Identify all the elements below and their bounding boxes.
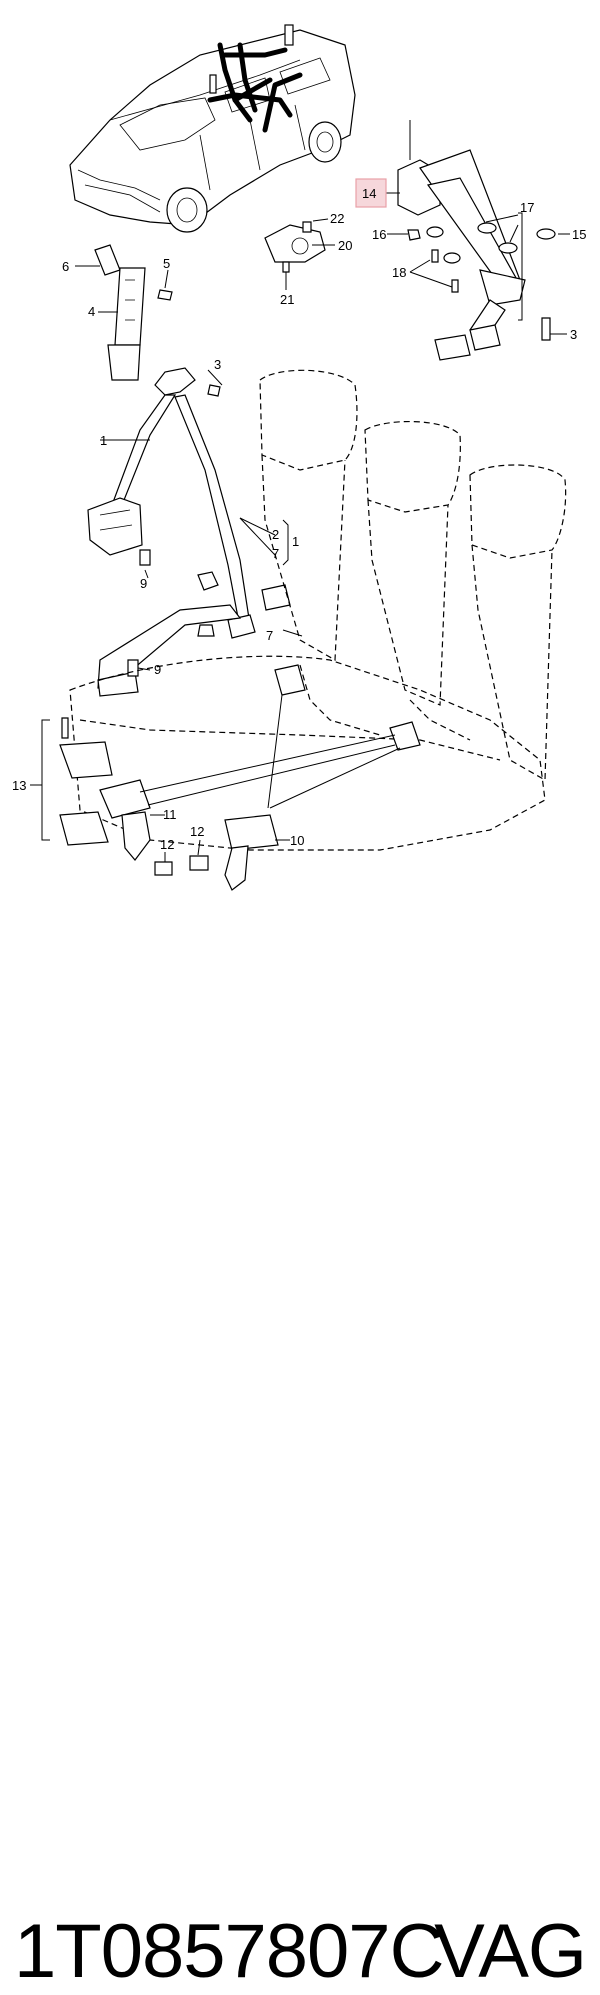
rear-buckle-assembly [30, 664, 421, 891]
footer: 1T0857807C VAG [0, 950, 600, 1994]
label-3-mid: 3 [214, 357, 221, 372]
label-11: 11 [163, 807, 177, 822]
label-10: 10 [290, 833, 304, 848]
callout-labels: 14 17 16 15 18 3 22 20 21 6 5 4 3 1 2 1 … [12, 186, 586, 852]
label-22: 22 [330, 211, 344, 226]
label-20: 20 [338, 238, 352, 253]
label-16: 16 [372, 227, 386, 242]
label-15: 15 [572, 227, 586, 242]
part-number: 1T0857807C [14, 1909, 444, 1994]
label-14: 14 [362, 186, 376, 201]
label-12-right: 12 [190, 824, 204, 839]
height-adjuster-4 [75, 244, 173, 381]
label-7-mid: 7 [272, 546, 279, 561]
brand-label: VAG [434, 1909, 587, 1994]
label-13: 13 [12, 778, 26, 793]
label-18: 18 [392, 265, 406, 280]
label-1: 1 [100, 433, 107, 448]
label-5: 5 [163, 256, 170, 271]
label-4: 4 [88, 304, 95, 319]
label-7-low: 7 [266, 628, 273, 643]
label-6: 6 [62, 259, 69, 274]
label-9-mid: 9 [140, 576, 147, 591]
seat-belt-exploded-diagram: 14 17 16 15 18 3 22 20 21 6 5 4 3 1 2 1 … [12, 24, 586, 891]
vehicle-overview [69, 24, 356, 233]
label-1-bracket: 1 [292, 534, 299, 549]
retractor-assembly-14 [355, 120, 570, 361]
label-2: 2 [272, 527, 279, 542]
front-seat-belt-1 [87, 367, 303, 697]
label-9-low: 9 [154, 662, 161, 677]
bracket-assembly-20 [264, 218, 335, 290]
label-17: 17 [520, 200, 534, 215]
label-12-left: 12 [160, 837, 174, 852]
label-21: 21 [280, 292, 294, 307]
label-3-top: 3 [570, 327, 577, 342]
rear-seats-outline [69, 369, 567, 851]
highlight-box-14 [355, 178, 387, 208]
